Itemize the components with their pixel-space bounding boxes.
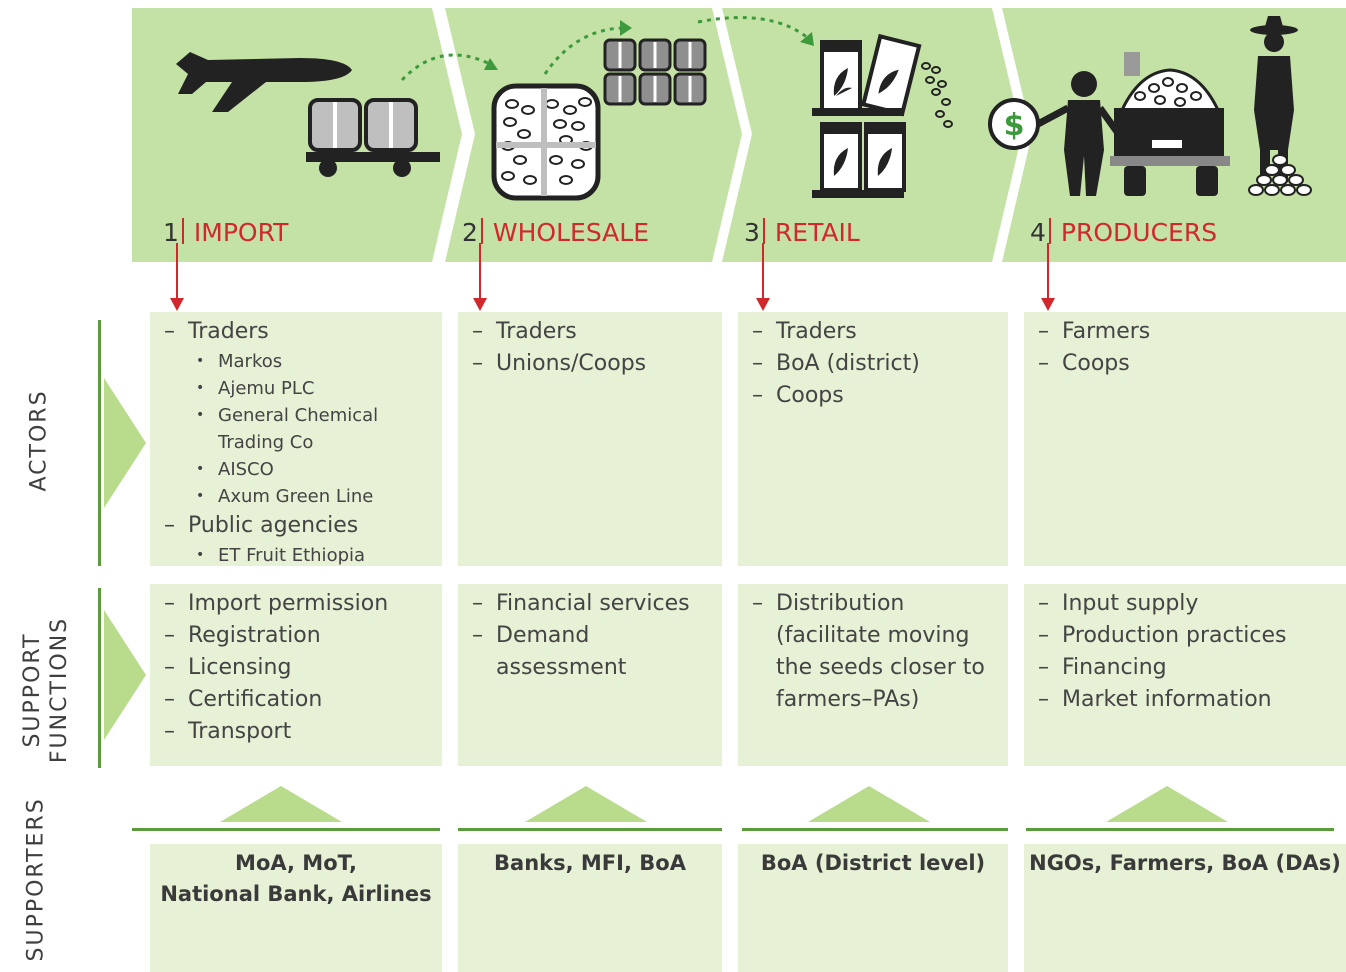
list-item: General Chemical [192, 402, 442, 429]
support-pointer [104, 610, 146, 740]
row-label-line: FUNCTIONS [47, 616, 72, 764]
list-item: Transport [164, 716, 442, 748]
stage-label-wholesale: 2 WHOLESALE [462, 218, 649, 247]
row-label-supporters: SUPPORTERS [23, 797, 49, 962]
list-item: Production practices [1038, 620, 1346, 652]
list-item: Traders [472, 316, 722, 348]
farmer-pays-icon: $ [988, 71, 1123, 196]
supporters-text-wholesale: Banks, MFI, BoA [458, 848, 722, 879]
row-label-support-functions: SUPPORT FUNCTIONS [19, 615, 75, 765]
list-item: Markos [192, 348, 442, 375]
list-item: Input supply [1038, 588, 1346, 620]
supporters-triangle-import [220, 786, 342, 822]
supporters-text-retail: BoA (District level) [738, 848, 1008, 879]
support-cell-wholesale: Financial services Demand assessment [458, 584, 722, 766]
list-item: Financial services [472, 588, 722, 620]
support-cell-producers: Input supply Production practices Financ… [1024, 584, 1346, 766]
list-item: ET Fruit Ethiopia [192, 542, 442, 569]
list-item-continuation: the seeds closer to [776, 655, 985, 680]
supporters-text-import: MoA, MoT, National Bank, Airlines [150, 848, 442, 910]
supporters-divider-wholesale [458, 828, 722, 831]
stage-number: 2 [462, 218, 478, 247]
supporters-cell-retail [738, 844, 1008, 972]
supporters-divider-import [132, 828, 440, 831]
supporters-cell-wholesale [458, 844, 722, 972]
svg-text:$: $ [1004, 108, 1025, 143]
supporters-line: National Bank, Airlines [160, 882, 432, 906]
support-divider [98, 588, 101, 768]
stage-number: 3 [744, 218, 760, 247]
supporters-line: BoA (District level) [760, 851, 986, 875]
supporters-cell-import [150, 844, 442, 972]
list-item: Coops [1038, 348, 1346, 380]
list-item: Traders [752, 316, 1008, 348]
stage-title: WHOLESALE [492, 218, 649, 247]
actors-divider [98, 320, 101, 566]
value-chain-band: $ [132, 8, 1346, 262]
seed-pile-icon [1248, 154, 1312, 196]
supporters-triangle-producers [1106, 786, 1228, 822]
support-cell-import: Import permission Registration Licensing… [150, 584, 442, 766]
stage-arrow-producers [1041, 243, 1055, 311]
stage-number: 1 [163, 218, 179, 247]
supporters-triangle-retail [808, 786, 930, 822]
list-item-continuation: Trading Co [218, 432, 314, 453]
supporters-divider-retail [742, 828, 1008, 831]
stage-label-producers: 4 PRODUCERS [1030, 218, 1217, 247]
stage-number: 4 [1030, 218, 1046, 247]
stage-title: RETAIL [774, 218, 860, 247]
list-item-continuation: assessment [496, 655, 627, 680]
list-item: Market information [1038, 684, 1346, 716]
actors-cell-producers: Farmers Coops [1024, 312, 1346, 566]
seed-packets-icon [812, 33, 953, 198]
airplane-icon [176, 52, 352, 112]
list-item-continuation: farmers–PAs) [776, 687, 920, 712]
supporters-line: MoA, MoT, [235, 851, 357, 875]
list-item: Licensing [164, 652, 442, 684]
seed-sack-icon [491, 83, 601, 201]
supporters-line: Banks, MFI, BoA [494, 851, 686, 875]
row-label-line: SUPPORT [20, 632, 45, 748]
list-item: Import permission [164, 588, 442, 620]
list-item: Unions/Coops [472, 348, 722, 380]
stage-title: IMPORT [193, 218, 289, 247]
supporters-text-producers: NGOs, Farmers, BoA (DAs) [1024, 848, 1346, 879]
stage-label-retail: 3 RETAIL [744, 218, 860, 247]
actors-cell-wholesale: Traders Unions/Coops [458, 312, 722, 566]
actors-pointer [104, 378, 146, 508]
list-item: AISCO [192, 456, 442, 483]
list-item: Demand [472, 620, 722, 652]
supporters-cell-producers [1024, 844, 1346, 972]
list-item: Financing [1038, 652, 1346, 684]
actors-cell-import: Traders Markos Ajemu PLC General Chemica… [150, 312, 442, 569]
list-item: Public agencies ET Fruit Ethiopia [164, 510, 442, 569]
stage-arrow-import [170, 243, 184, 311]
supporters-line: NGOs, Farmers, BoA (DAs) [1029, 851, 1341, 875]
list-item: Ajemu PLC [192, 375, 442, 402]
row-label-actors: ACTORS [26, 389, 52, 492]
list-item: Farmers [1038, 316, 1346, 348]
list-item: Traders Markos Ajemu PLC General Chemica… [164, 316, 442, 510]
supporters-triangle-wholesale [525, 786, 647, 822]
list-item: Distribution [752, 588, 1008, 620]
stage-label-import: 1 IMPORT [163, 218, 288, 247]
actors-cell-retail: Traders BoA (district) Coops [738, 312, 1008, 566]
flow-arrows [400, 16, 809, 82]
list-item: Axum Green Line [192, 483, 442, 510]
supporters-divider-producers [1026, 828, 1334, 831]
truck-icon [1110, 52, 1230, 196]
list-item-continuation: (facilitate moving [776, 623, 970, 648]
stage-arrow-wholesale [473, 243, 487, 311]
list-item: Certification [164, 684, 442, 716]
stage-arrow-retail [756, 243, 770, 311]
list-item: BoA (district) [752, 348, 1008, 380]
cargo-cart-icon [306, 98, 440, 177]
list-item: Registration [164, 620, 442, 652]
stage-title: PRODUCERS [1060, 218, 1218, 247]
list-item: Coops [752, 380, 1008, 412]
support-cell-retail: Distribution (facilitate moving the seed… [738, 584, 1008, 766]
